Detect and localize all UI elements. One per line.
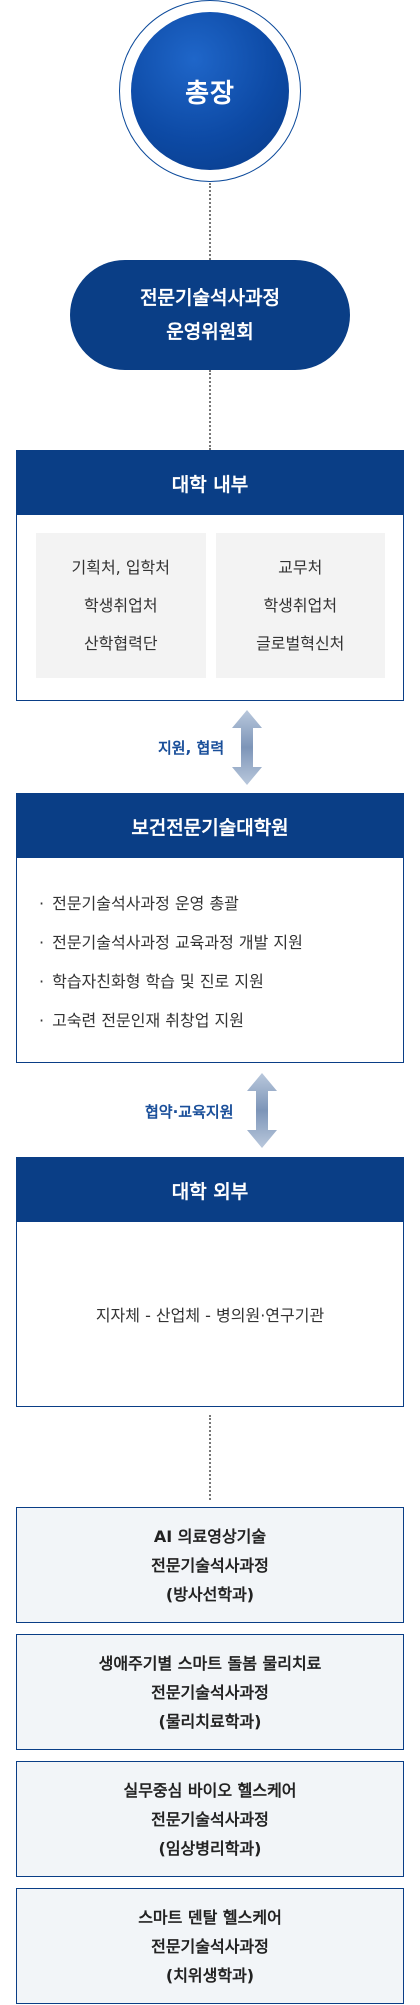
- committee-node: 전문기술석사과정 운영위원회: [70, 260, 350, 370]
- program-name: 실무중심 바이오 헬스케어: [123, 1780, 297, 1800]
- program-name: 스마트 덴탈 헬스케어: [138, 1907, 282, 1927]
- internal-item: 글로벌혁신처: [256, 633, 345, 653]
- program-dept: (물리치료학과): [158, 1711, 262, 1731]
- internal-item: 학생취업처: [263, 595, 338, 615]
- internal-item: 산학협력단: [83, 633, 158, 653]
- double-arrow-icon: [247, 1073, 277, 1148]
- internal-card-left: 기획처, 입학처 학생취업처 산학협력단: [36, 533, 206, 678]
- connector-line: [209, 1415, 211, 1500]
- program-type: 전문기술석사과정: [151, 1682, 269, 1702]
- double-arrow-icon: [232, 710, 262, 785]
- graduate-title: 보건전문기술대학원: [17, 794, 403, 858]
- president-label: 총장: [185, 78, 235, 109]
- committee-line1: 전문기술석사과정: [140, 287, 280, 309]
- internal-item: 학생취업처: [83, 595, 158, 615]
- external-section: 대학 외부 지자체 - 산업체 - 병의원·연구기관: [16, 1157, 404, 1407]
- program-name: 생애주기별 스마트 돌봄 물리치료: [98, 1653, 322, 1673]
- bullet-item: 전문기술석사과정 교육과정 개발 지원: [39, 923, 403, 962]
- program-dept: (방사선학과): [165, 1584, 255, 1604]
- president-node: 총장: [131, 12, 289, 170]
- committee-line2: 운영위원회: [166, 321, 254, 343]
- program-dept: (임상병리학과): [158, 1838, 262, 1858]
- internal-item: 기획처, 입학처: [71, 557, 171, 577]
- external-title: 대학 외부: [17, 1158, 403, 1222]
- program-type: 전문기술석사과정: [151, 1809, 269, 1829]
- internal-section: 대학 내부 기획처, 입학처 학생취업처 산학협력단 교무처 학생취업처 글로벌…: [16, 450, 404, 701]
- internal-title: 대학 내부: [17, 451, 403, 515]
- internal-card-right: 교무처 학생취업처 글로벌혁신처: [215, 533, 385, 678]
- program-type: 전문기술석사과정: [151, 1936, 269, 1956]
- connector-line: [209, 370, 211, 450]
- graduate-section: 보건전문기술대학원 전문기술석사과정 운영 총괄 전문기술석사과정 교육과정 개…: [16, 793, 404, 1063]
- bullet-item: 전문기술석사과정 운영 총괄: [39, 884, 403, 923]
- external-body: 지자체 - 산업체 - 병의원·연구기관: [95, 1306, 325, 1325]
- graduate-bullets: 전문기술석사과정 운영 총괄 전문기술석사과정 교육과정 개발 지원 학습자친화…: [17, 858, 403, 1040]
- program-type: 전문기술석사과정: [151, 1555, 269, 1575]
- arrow2-label: 협약·교육지원: [145, 1103, 234, 1121]
- bullet-item: 학습자친화형 학습 및 진로 지원: [39, 962, 403, 1001]
- bullet-item: 고숙련 전문인재 취창업 지원: [39, 1001, 403, 1040]
- program-card: 실무중심 바이오 헬스케어 전문기술석사과정 (임상병리학과): [16, 1761, 404, 1877]
- program-card: 생애주기별 스마트 돌봄 물리치료 전문기술석사과정 (물리치료학과): [16, 1634, 404, 1750]
- internal-item: 교무처: [278, 557, 323, 577]
- program-dept: (치위생학과): [165, 1965, 255, 1985]
- program-card: AI 의료영상기술 전문기술석사과정 (방사선학과): [16, 1507, 404, 1623]
- connector-line: [209, 183, 211, 260]
- program-card: 스마트 덴탈 헬스케어 전문기술석사과정 (치위생학과): [16, 1888, 404, 2004]
- program-name: AI 의료영상기술: [153, 1526, 267, 1546]
- arrow1-label: 지원, 협력: [158, 739, 225, 757]
